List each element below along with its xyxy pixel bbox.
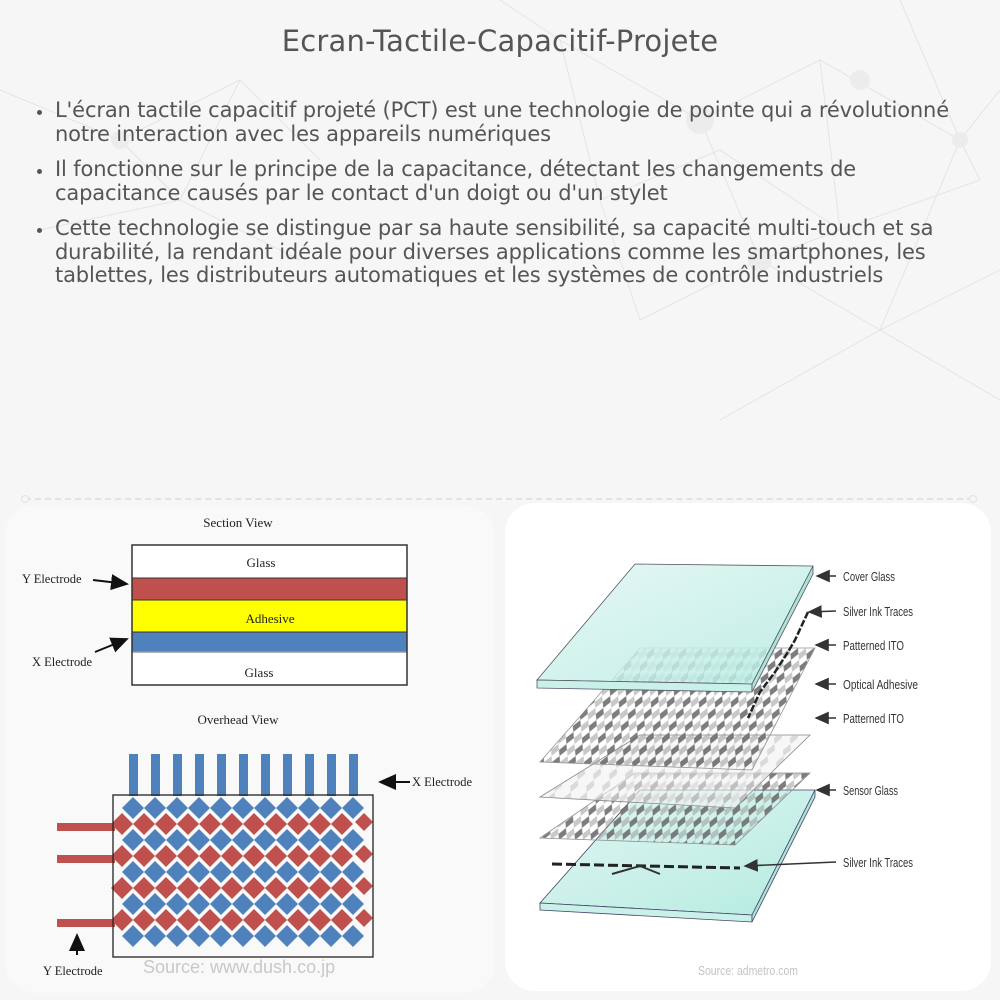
adhesive-layer [132, 600, 407, 632]
source-admetro: Source: admetro.com [698, 963, 798, 978]
label-cover-glass: Cover Glass [843, 569, 895, 584]
overhead-y-electrode-label: Y Electrode [43, 964, 103, 978]
section-view-title: Section View [203, 515, 273, 530]
y-electrode-layer [132, 578, 407, 600]
x-electrode-label: X Electrode [32, 655, 92, 669]
diamond-electrode-grid [111, 797, 373, 947]
upper-silver-ink-traces [746, 611, 810, 719]
section-divider [21, 495, 977, 503]
divider-dot [21, 495, 29, 503]
divider-dot [969, 495, 977, 503]
lower-silver-ink-traces [551, 862, 741, 875]
page-title: Ecran-Tactile-Capacitif-Projete [281, 24, 719, 58]
bullet-item: Cette technologie se distingue par sa ha… [32, 216, 972, 288]
pct-section-overhead-diagram: Section View Glass Adhesive Glass Y Elec… [22, 515, 472, 978]
y-electrode-label: Y Electrode [22, 572, 82, 586]
label-silver-ink-traces-bottom: Silver Ink Traces [843, 855, 913, 870]
bullet-item: Il fonctionne sur le principe de la capa… [32, 157, 972, 205]
label-silver-ink-traces-top: Silver Ink Traces [843, 604, 913, 619]
label-optical-adhesive: Optical Adhesive [843, 677, 918, 692]
glass-top-label: Glass [247, 555, 276, 570]
label-sensor-glass: Sensor Glass [843, 783, 898, 798]
label-patterned-ito-top: Patterned ITO [843, 638, 904, 653]
label-patterned-ito-bottom: Patterned ITO [843, 711, 904, 726]
y-electrode-leads [57, 823, 115, 927]
x-electrode-fingers [129, 754, 358, 796]
adhesive-label: Adhesive [245, 611, 294, 626]
overhead-view-title: Overhead View [198, 712, 280, 727]
cover-glass-layer [536, 563, 814, 693]
x-electrode-layer [132, 632, 407, 652]
bullet-item: L'écran tactile capacitif projeté (PCT) … [32, 98, 972, 146]
source-dush: Source: www.dush.co.jp [143, 957, 335, 977]
pct-exploded-stack-diagram: Cover Glass Silver Ink Traces Patterned … [536, 563, 918, 978]
overhead-x-electrode-label: X Electrode [412, 775, 472, 789]
bullet-list: L'écran tactile capacitif projeté (PCT) … [32, 98, 972, 300]
glass-bottom-label: Glass [245, 665, 274, 680]
